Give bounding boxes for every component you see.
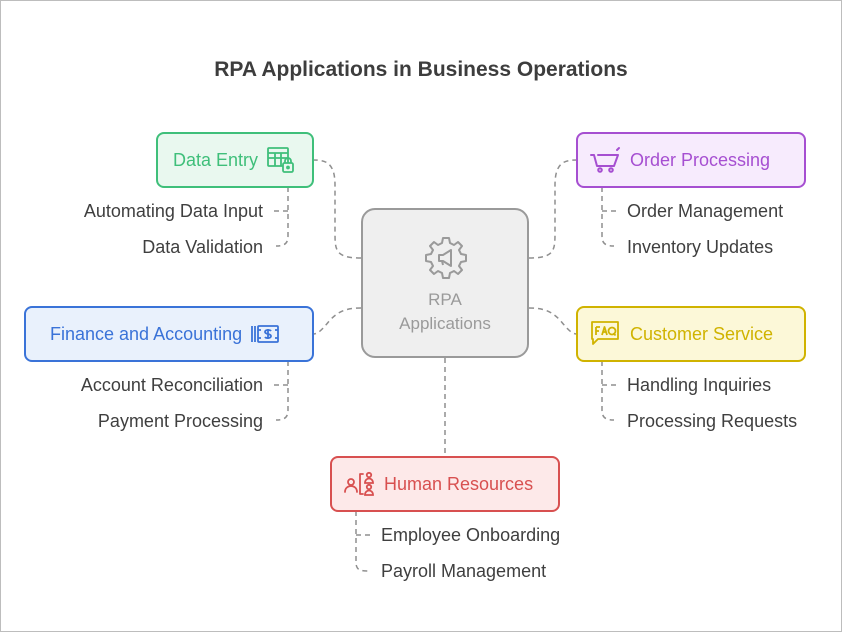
finance-accounting-node: Finance and Accounting <box>24 306 314 362</box>
gear-megaphone-icon <box>422 234 470 289</box>
order-processing-item-1: Order Management <box>627 201 784 221</box>
human-resources-label: Human Resources <box>384 473 534 494</box>
customer-service-item-2: Processing Requests <box>627 411 798 431</box>
data-entry-item-2: Data Validation <box>142 237 263 257</box>
order-processing-item-2: Inventory Updates <box>627 237 774 257</box>
center-label-line1: RPA <box>428 290 462 309</box>
finance-accounting-label: Finance and Accounting <box>50 323 243 344</box>
faq-bubble-icon <box>590 320 622 348</box>
human-resources-item-2: Payroll Management <box>381 561 547 581</box>
order-processing-label: Order Processing <box>630 149 771 170</box>
customer-service-node: Customer Service <box>576 306 806 362</box>
center-label: RPA Applications <box>363 288 527 336</box>
human-resources-node: Human Resources <box>330 456 560 512</box>
money-bills-icon <box>250 323 282 345</box>
center-label-line2: Applications <box>399 314 491 333</box>
data-entry-label: Data Entry <box>173 149 259 170</box>
order-processing-node: Order Processing <box>576 132 806 188</box>
spreadsheet-lock-icon <box>266 145 296 175</box>
shopping-cart-icon <box>590 146 622 174</box>
center-node: RPA Applications <box>361 208 529 358</box>
connector-data-entry <box>312 159 362 259</box>
human-resources-item-1: Employee Onboarding <box>381 525 561 545</box>
connector-finance-items <box>272 361 289 421</box>
connector-order-processing <box>528 159 578 259</box>
connector-hr-items <box>355 511 372 572</box>
diagram-title: RPA Applications in Business Operations <box>214 58 628 81</box>
customer-service-item-1: Handling Inquiries <box>627 375 772 395</box>
connector-customer-service <box>528 307 578 335</box>
data-entry-item-1: Automating Data Input <box>83 201 263 221</box>
connector-customer-items <box>601 361 618 421</box>
finance-item-1: Account Reconciliation <box>80 375 263 395</box>
connector-data-entry-items <box>272 187 289 247</box>
connector-finance <box>312 307 362 335</box>
connector-order-items <box>601 187 618 247</box>
people-org-icon <box>344 470 376 498</box>
customer-service-label: Customer Service <box>630 323 774 344</box>
finance-item-2: Payment Processing <box>97 411 263 431</box>
data-entry-node: Data Entry <box>156 132 314 188</box>
